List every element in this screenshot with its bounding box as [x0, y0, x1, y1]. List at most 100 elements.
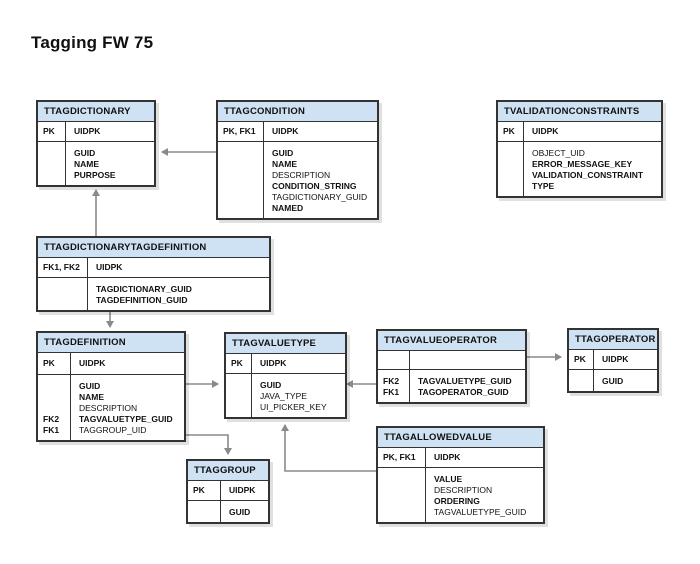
key-label [503, 159, 523, 170]
fk-key-cell [226, 374, 252, 417]
pk-key-label: PK [231, 358, 243, 368]
column-name[interactable]: TAGDICTIONARY_GUID [272, 192, 368, 202]
key-label [223, 148, 263, 159]
entity-title: TTAGDEFINITION [38, 333, 184, 353]
pk-column-name: UIDPK [434, 452, 461, 462]
pk-key-cell: PK [38, 122, 66, 141]
connector-allowedvalue-to-valuetype [281, 424, 376, 472]
column-name[interactable]: TAGVALUETYPE_GUID [434, 507, 527, 517]
pk-row: PK UIDPK [226, 354, 345, 374]
column-name[interactable]: NAME [74, 159, 100, 169]
column-name[interactable]: NAMED [272, 203, 304, 213]
column-name[interactable]: GUID [272, 148, 294, 158]
column-name[interactable]: TAGOPERATOR_GUID [418, 387, 509, 397]
column-name[interactable]: VALUE [434, 474, 463, 484]
column-name[interactable]: GUID [74, 148, 96, 158]
key-label [231, 391, 251, 402]
column-name[interactable]: NAME [79, 392, 105, 402]
pk-column-cell: UIDPK [252, 354, 345, 373]
key-label [43, 170, 65, 181]
column-name[interactable]: TAGDEFINITION_GUID [96, 295, 188, 305]
column-name[interactable]: DESCRIPTION [79, 403, 138, 413]
column-name[interactable]: NAME [272, 159, 298, 169]
key-label [43, 148, 65, 159]
pk-key-label: PK [193, 485, 205, 495]
column-list: GUID [188, 501, 268, 522]
pk-column-name: UIDPK [229, 485, 256, 495]
key-label [223, 192, 263, 203]
column-name[interactable]: TYPE [532, 181, 555, 191]
key-label [574, 376, 593, 387]
column-name[interactable]: TAGDICTIONARY_GUID [96, 284, 192, 294]
column-name[interactable]: GUID [79, 381, 101, 391]
column-name[interactable]: UI_PICKER_KEY [260, 402, 327, 412]
key-label [383, 496, 425, 507]
column-name[interactable]: GUID [602, 376, 624, 386]
column-name[interactable]: DESCRIPTION [272, 170, 331, 180]
pk-key-label: FK1, FK2 [43, 262, 80, 272]
entity-title: TTAGVALUETYPE [226, 334, 345, 354]
entity-ttaggroup[interactable]: TTAGGROUP PK UIDPK GUID [186, 459, 270, 524]
pk-column-cell: UIDPK [71, 353, 184, 374]
entity-title: TTAGVALUEOPERATOR [378, 331, 525, 351]
pk-row: FK1, FK2 UIDPK [38, 258, 269, 278]
pk-key-label: PK, FK1 [223, 126, 256, 136]
fk-key-cell [38, 278, 88, 310]
pk-key-label: PK [503, 126, 515, 136]
key-label [383, 474, 425, 485]
column-name[interactable]: TAGVALUETYPE_GUID [79, 414, 173, 424]
column-name[interactable]: ERROR_MESSAGE_KEY [532, 159, 633, 169]
key-label: FK2 [43, 414, 60, 424]
pk-column-cell: UIDPK [264, 122, 377, 141]
entity-title: TTAGGROUP [188, 461, 268, 481]
pk-column-cell: UIDPK [88, 258, 269, 277]
column-name[interactable]: VALIDATION_CONSTRAINT [532, 170, 644, 180]
pk-key-label: PK [43, 358, 55, 368]
column-name[interactable]: DESCRIPTION [434, 485, 493, 495]
key-label [223, 159, 263, 170]
column-name[interactable]: TAGVALUETYPE_GUID [418, 376, 512, 386]
key-label [223, 181, 263, 192]
pk-column-name [418, 355, 525, 366]
entity-title: TTAGCONDITION [218, 102, 377, 122]
pk-column-cell [410, 351, 525, 369]
column-name[interactable]: CONDITION_STRING [272, 181, 357, 191]
pk-column-name: UIDPK [260, 358, 287, 368]
column-name[interactable]: GUID [260, 380, 282, 390]
column-name[interactable]: PURPOSE [74, 170, 116, 180]
column-name[interactable]: TAGGROUP_UID [79, 425, 147, 435]
entity-title: TTAGALLOWEDVALUE [378, 428, 543, 448]
key-label [503, 148, 523, 159]
key-label [43, 392, 70, 403]
column-name[interactable]: GUID [229, 507, 251, 517]
key-label [231, 380, 251, 391]
pk-key-cell: PK [188, 481, 221, 500]
column-name[interactable]: JAVA_TYPE [260, 391, 307, 401]
pk-key-cell: PK [226, 354, 252, 373]
column-name[interactable]: OBJECT_UID [532, 148, 585, 158]
column-name[interactable]: ORDERING [434, 496, 480, 506]
